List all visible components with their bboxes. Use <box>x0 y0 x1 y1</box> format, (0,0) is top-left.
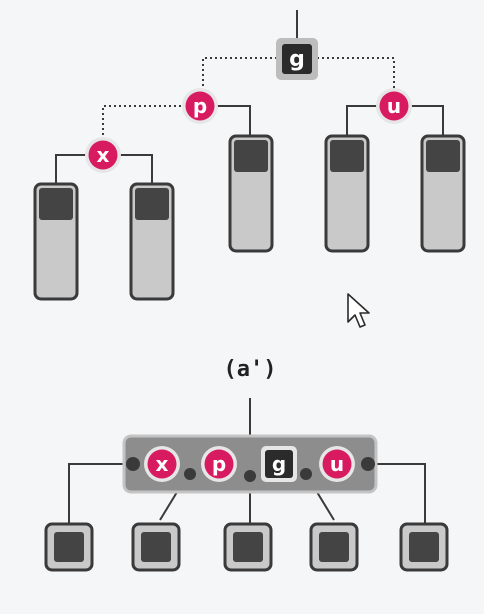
link-u-to-subtree-5 <box>408 105 444 136</box>
link-x-to-subtree-1 <box>55 154 88 184</box>
node-x-label: x <box>97 143 110 167</box>
link-u-to-subtree-4 <box>346 105 380 136</box>
merged-dot-2 <box>184 468 196 480</box>
lower-child-5 <box>399 522 449 572</box>
merged-key-g: g <box>261 446 297 482</box>
lower-tree: (a') x p g <box>44 357 449 572</box>
upper-tree: g p u x <box>33 10 466 301</box>
node-p: p <box>182 88 218 124</box>
merged-key-g-label: g <box>272 452 286 476</box>
lower-tree-caption: (a') <box>224 357 277 382</box>
link-merged-to-child-5 <box>372 463 426 524</box>
subtree-5 <box>420 134 466 253</box>
merged-dot-4 <box>300 468 312 480</box>
node-x: x <box>85 137 121 173</box>
link-x-to-subtree-2 <box>118 154 153 184</box>
merged-key-x: x <box>144 446 180 482</box>
merged-dot-3 <box>244 470 256 482</box>
merged-dot-5 <box>361 457 375 471</box>
link-g-to-p <box>202 57 282 92</box>
merged-key-u-label: u <box>330 452 344 476</box>
merged-key-p: p <box>201 446 237 482</box>
merged-key-p-label: p <box>212 452 226 476</box>
subtree-3 <box>228 134 274 253</box>
subtree-1 <box>33 182 79 301</box>
lower-child-4 <box>309 522 359 572</box>
lower-child-2 <box>131 522 181 572</box>
node-g-root: g <box>276 38 318 80</box>
lower-child-3 <box>223 522 273 572</box>
link-merged-to-child-1 <box>68 463 128 524</box>
link-g-to-u <box>312 57 395 92</box>
node-u: u <box>376 88 412 124</box>
node-g-label: g <box>289 47 305 72</box>
mouse-pointer-icon <box>347 293 370 328</box>
merged-dot-1 <box>126 457 140 471</box>
node-p-label: p <box>193 94 207 118</box>
merged-key-u: u <box>319 446 355 482</box>
lower-child-1 <box>44 522 94 572</box>
subtree-2 <box>129 182 175 301</box>
link-p-to-x <box>102 105 186 140</box>
link-p-to-subtree-3 <box>214 105 251 136</box>
merged-key-x-label: x <box>156 452 169 476</box>
node-u-label: u <box>387 94 401 118</box>
subtree-4 <box>324 134 370 253</box>
